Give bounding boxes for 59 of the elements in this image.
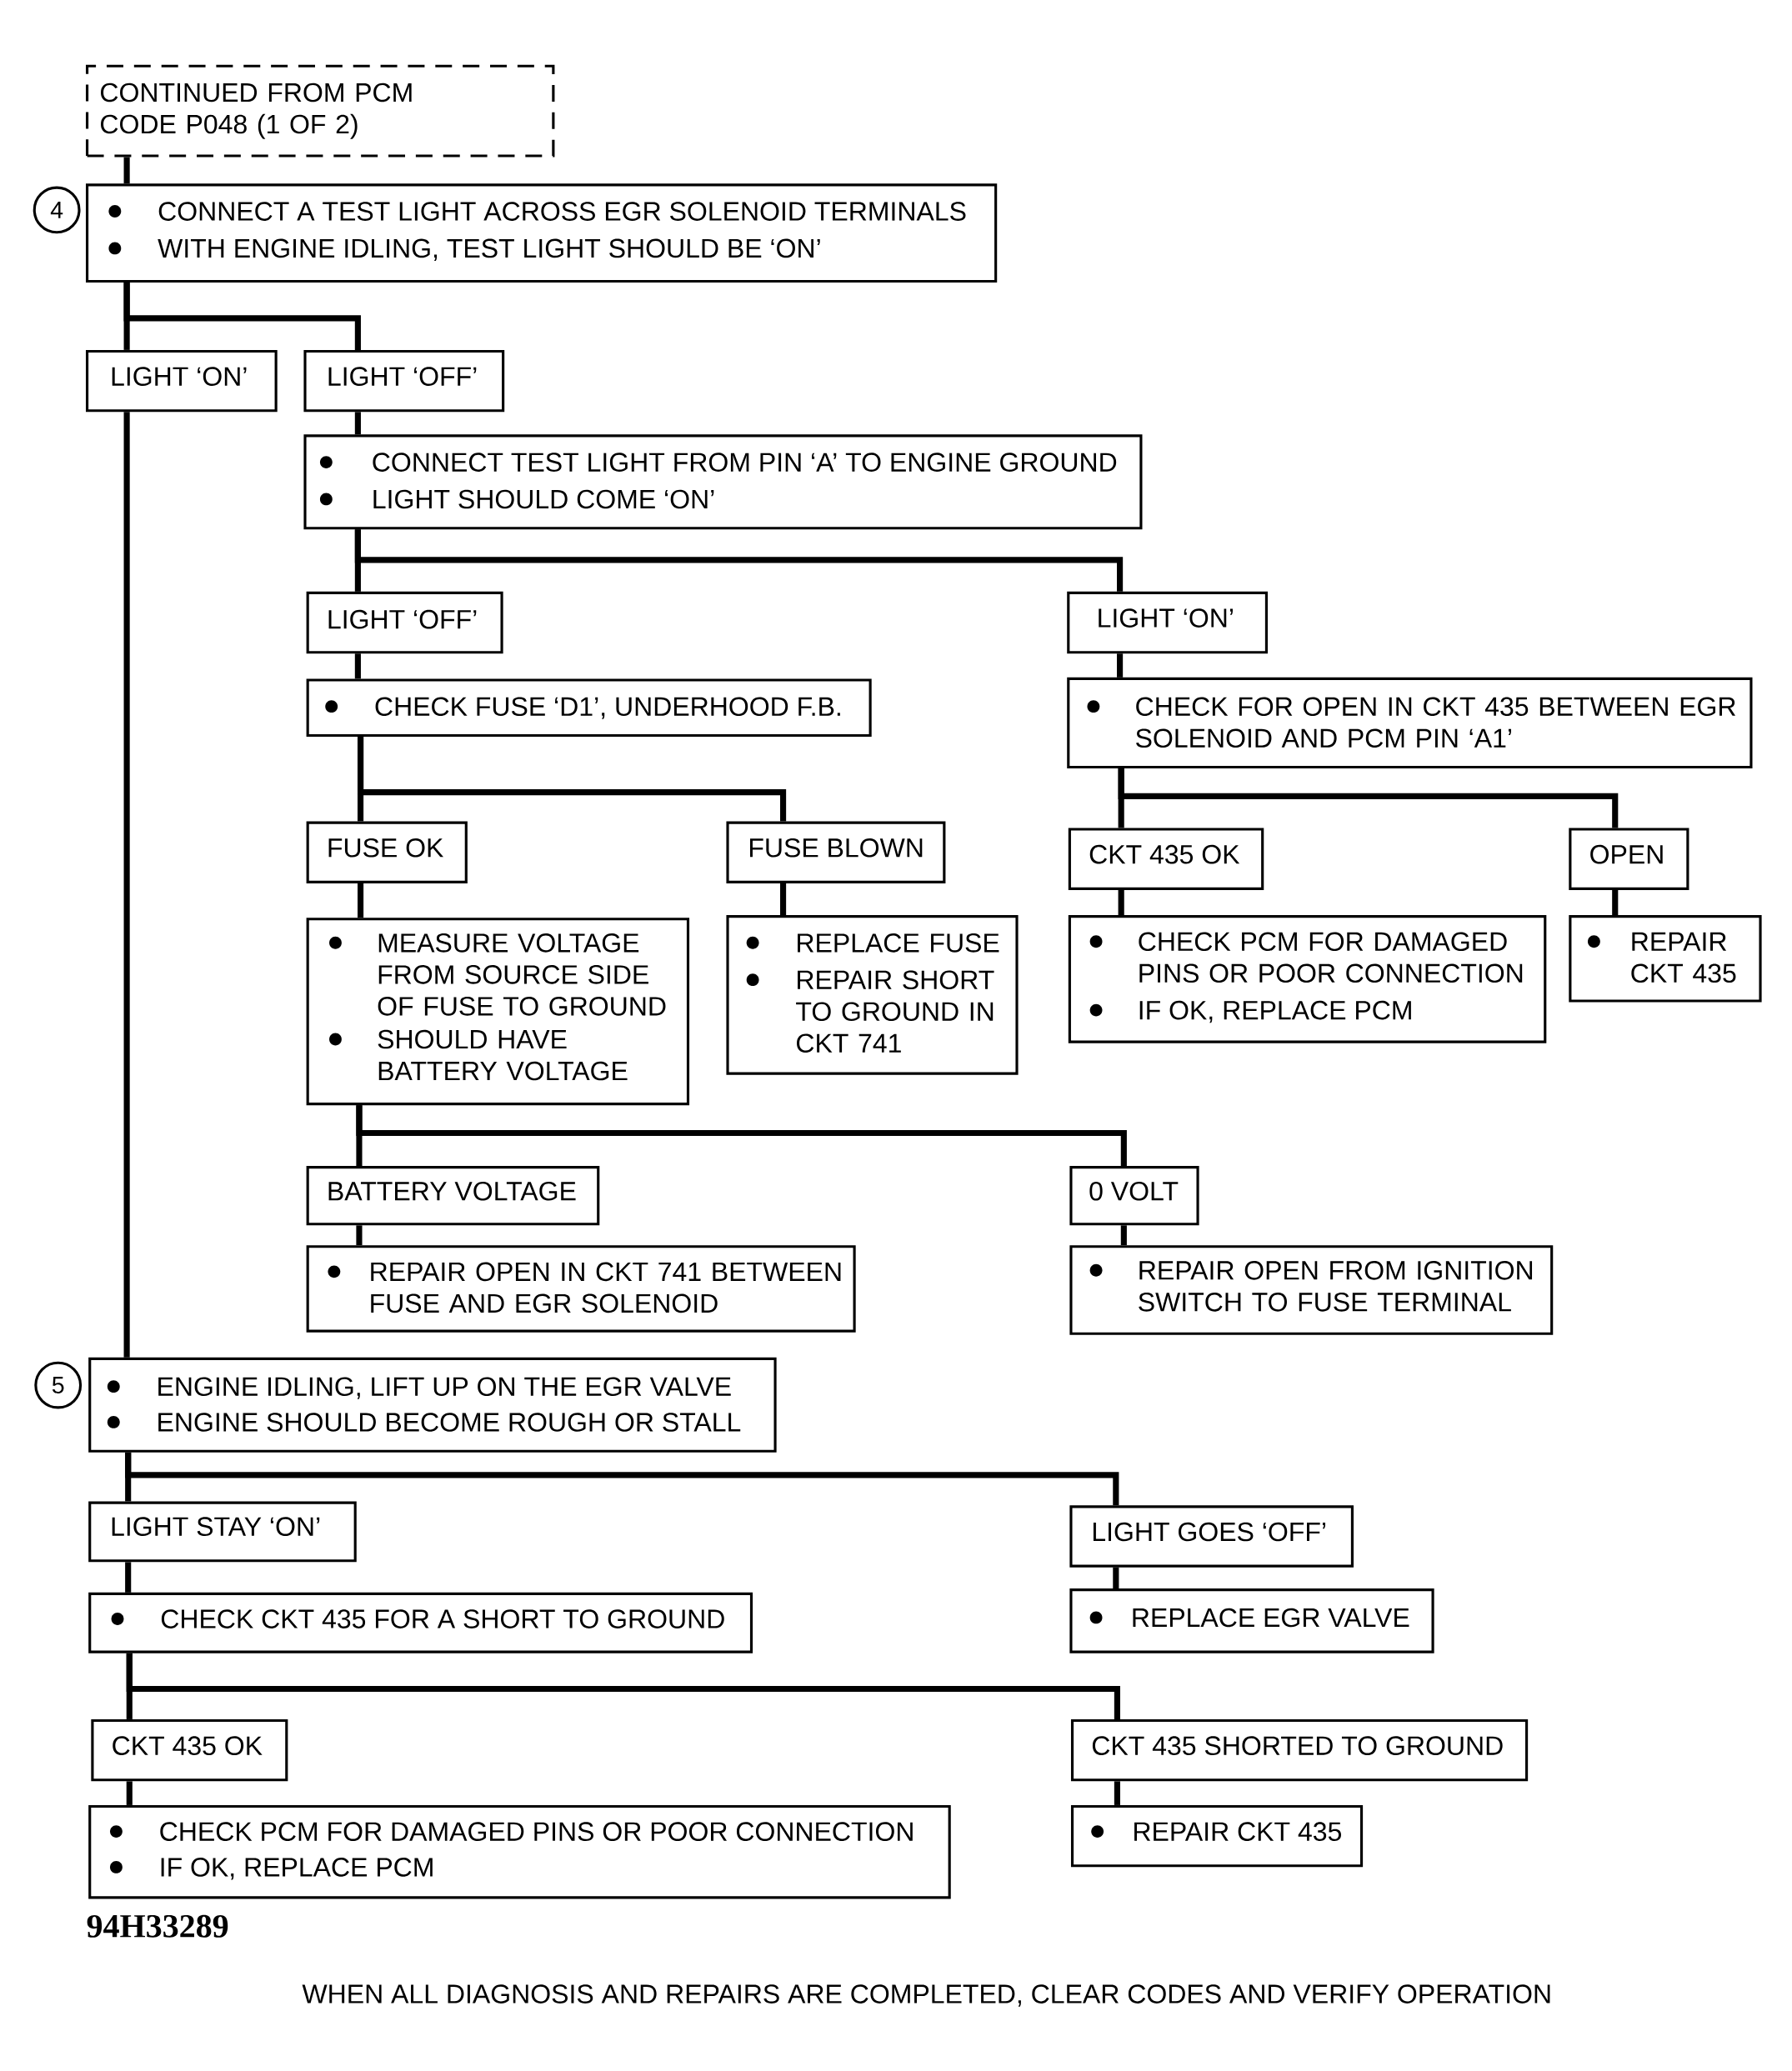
- result-box: LIGHT ‘OFF’: [306, 591, 503, 654]
- result-box: CKT 435 OK: [91, 1718, 288, 1782]
- step-number: 5: [34, 1361, 83, 1409]
- step-text: REPAIR SHORT TO GROUND IN CKT 741: [796, 970, 994, 1053]
- step-text: REPAIR OPEN IN CKT 741 BETWEEN FUSE AND EGR SOLENOID: [371, 1262, 841, 1313]
- result-box: BATTERY VOLTAGE: [306, 1166, 600, 1226]
- result-box: LIGHT ‘ON’: [1067, 591, 1268, 654]
- connector-line: [125, 1452, 1119, 1506]
- result-box: CKT 435 OK: [1068, 828, 1264, 890]
- step-box: [306, 678, 872, 738]
- connector-line: [1118, 889, 1124, 915]
- step-box: [1569, 915, 1762, 1003]
- step-box: [306, 1245, 856, 1333]
- connector-line: [357, 883, 364, 918]
- result-box: FUSE OK: [306, 821, 468, 883]
- step-box: [1069, 1588, 1434, 1653]
- step-box: [88, 1804, 951, 1899]
- step-text: IF OK, REPLACE PCM: [1139, 1000, 1411, 1023]
- step-box: [726, 915, 1019, 1075]
- result-box: OPEN: [1569, 828, 1689, 890]
- continuation-box: CONTINUED FROM PCM CODE P048 (1 OF 2): [85, 64, 555, 158]
- step-text: CHECK CKT 435 FOR A SHORT TO GROUND: [161, 1609, 724, 1628]
- step-box: [306, 918, 690, 1106]
- note-text: WHEN ALL DIAGNOSIS AND REPAIRS ARE COMPLETED, CLEAR CODES AND VERIFY OPERATION: [302, 1984, 1550, 2007]
- step-text: CHECK FUSE ‘D1’, UNDERHOOD F.B.: [375, 697, 840, 719]
- step-box: [1070, 1804, 1364, 1868]
- step-text: REPLACE FUSE: [798, 933, 999, 953]
- step-text: WITH ENGINE IDLING, TEST LIGHT SHOULD BE ‘ON’: [158, 238, 820, 262]
- step-box: [1068, 915, 1547, 1043]
- step-text: REPLACE EGR VALVE: [1133, 1608, 1409, 1628]
- step-number: 4: [33, 186, 81, 234]
- result-box: FUSE BLOWN: [726, 821, 946, 883]
- step-text: ENGINE IDLING, LIFT UP ON THE EGR VALVE: [158, 1377, 731, 1399]
- result-box: LIGHT STAY ‘ON’: [88, 1501, 357, 1563]
- step-text: REPAIR CKT 435: [1134, 1822, 1341, 1841]
- step-box: [303, 434, 1143, 530]
- result-box: CKT 435 SHORTED TO GROUND: [1070, 1718, 1529, 1782]
- step-text: ENGINE SHOULD BECOME ROUGH OR STALL: [158, 1413, 741, 1432]
- result-box: 0 VOLT: [1069, 1166, 1199, 1226]
- connector-line: [779, 883, 787, 915]
- connector-line: [1612, 889, 1619, 915]
- step-box: [1067, 677, 1753, 769]
- step-text: MEASURE VOLTAGE FROM SOURCE SIDE OF FUSE TO GROUND: [378, 933, 666, 1016]
- step-text: REPAIR OPEN FROM IGNITION SWITCH TO FUSE TERMINAL: [1139, 1260, 1532, 1312]
- step-text: REPAIR CKT 435: [1631, 932, 1736, 983]
- step-text: CHECK PCM FOR DAMAGED PINS OR POOR CONNECTION: [160, 1822, 913, 1841]
- connector-line: [1113, 1567, 1119, 1589]
- step-text: SHOULD HAVE BATTERY VOLTAGE: [378, 1029, 628, 1081]
- step-text: CHECK PCM FOR DAMAGED PINS OR POOR CONNECTION: [1139, 932, 1523, 983]
- step-box: [1069, 1245, 1554, 1335]
- step-text: CHECK FOR OPEN IN CKT 435 BETWEEN EGR SOLENOID AND PCM PIN ‘A1’: [1136, 697, 1735, 748]
- result-box: LIGHT ‘ON’: [85, 349, 278, 413]
- step-box: [88, 1592, 753, 1653]
- result-box: LIGHT ‘OFF’: [303, 349, 505, 413]
- step-text: LIGHT SHOULD COME ‘ON’: [373, 489, 714, 509]
- step-text: CONNECT A TEST LIGHT ACROSS EGR SOLENOID TERMINALS: [158, 202, 966, 221]
- step-text: CONNECT TEST LIGHT FROM PIN ‘A’ TO ENGINE GROUND: [373, 453, 1117, 472]
- result-box: LIGHT GOES ‘OFF’: [1069, 1505, 1354, 1568]
- step-text: IF OK, REPLACE PCM: [161, 1858, 433, 1880]
